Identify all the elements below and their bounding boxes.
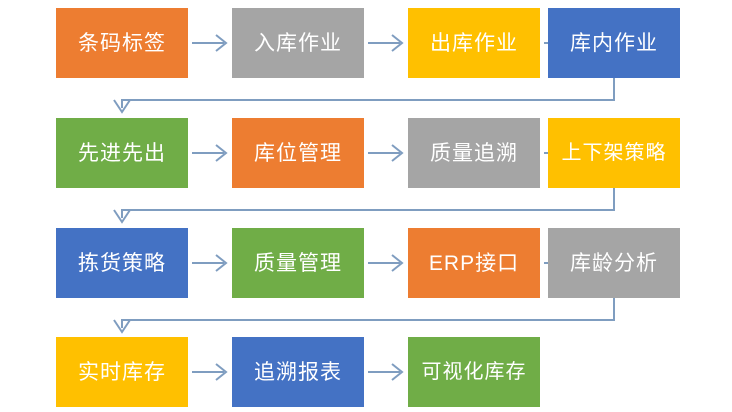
node-putaway-strategy[interactable]: 上下架策略: [548, 118, 680, 188]
connector-row3-row4: [110, 298, 630, 340]
node-quality-management[interactable]: 质量管理: [232, 228, 364, 298]
arrow-right-icon: [368, 141, 408, 165]
connector-row2-row3: [110, 188, 630, 230]
node-in-warehouse-operation[interactable]: 库内作业: [548, 8, 680, 78]
node-label: ERP接口: [428, 251, 520, 275]
arrow-right-icon: [192, 141, 232, 165]
node-fifo[interactable]: 先进先出: [56, 118, 188, 188]
node-realtime-inventory[interactable]: 实时库存: [56, 337, 188, 407]
node-label: 库位管理: [254, 141, 342, 165]
node-erp-interface[interactable]: ERP接口: [408, 228, 540, 298]
node-label: 追溯报表: [254, 360, 342, 384]
node-label: 上下架策略: [561, 142, 667, 164]
connector-row1-row2: [110, 78, 630, 120]
node-label: 入库作业: [254, 31, 342, 55]
node-location-management[interactable]: 库位管理: [232, 118, 364, 188]
arrow-right-icon: [192, 251, 232, 275]
node-label: 库内作业: [570, 31, 658, 55]
node-label: 库龄分析: [570, 251, 658, 275]
node-label: 实时库存: [78, 360, 166, 384]
node-barcode-label[interactable]: 条码标签: [56, 8, 188, 78]
node-picking-strategy[interactable]: 拣货策略: [56, 228, 188, 298]
node-label: 可视化库存: [421, 361, 527, 383]
node-label: 条码标签: [78, 31, 166, 55]
node-label: 质量追溯: [430, 141, 518, 165]
node-outbound-operation[interactable]: 出库作业: [408, 8, 540, 78]
node-label: 出库作业: [430, 31, 518, 55]
node-label: 质量管理: [254, 251, 342, 275]
arrow-right-icon: [192, 31, 232, 55]
arrow-right-icon: [368, 360, 408, 384]
node-traceability-report[interactable]: 追溯报表: [232, 337, 364, 407]
arrow-right-icon: [368, 31, 408, 55]
node-visualized-inventory[interactable]: 可视化库存: [408, 337, 540, 407]
node-label: 先进先出: [78, 141, 166, 165]
arrow-right-icon: [192, 360, 232, 384]
node-inbound-operation[interactable]: 入库作业: [232, 8, 364, 78]
node-label: 拣货策略: [78, 251, 166, 275]
node-stock-age-analysis[interactable]: 库龄分析: [548, 228, 680, 298]
arrow-right-icon: [368, 251, 408, 275]
node-quality-traceability[interactable]: 质量追溯: [408, 118, 540, 188]
